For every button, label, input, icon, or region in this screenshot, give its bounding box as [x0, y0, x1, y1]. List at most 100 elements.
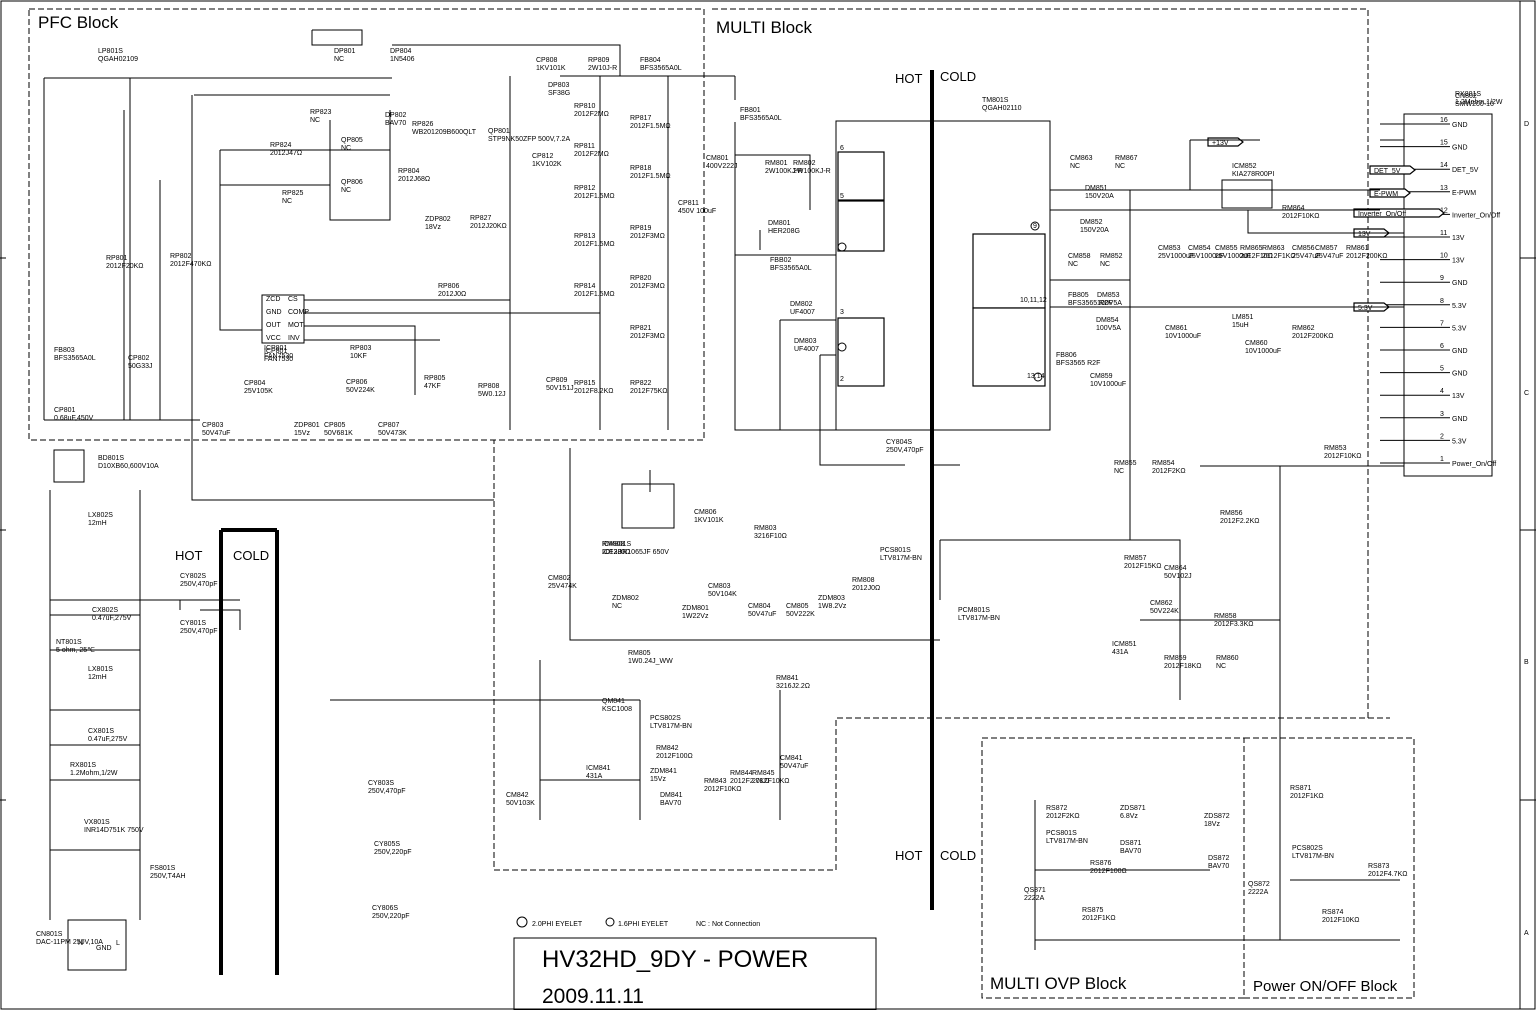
component-rp826-ref: RP826: [412, 121, 434, 128]
component-rm802-ref: RM802: [793, 160, 816, 167]
component-cy806s-value: 250V,220pF: [372, 913, 410, 920]
cold-label: COLD: [233, 548, 269, 563]
component-rm843-value: 2012F10KΩ: [704, 786, 742, 793]
component-lx801s-value: 12mH: [88, 674, 107, 681]
component-rp812-value: 2012F1.5MΩ: [574, 193, 615, 200]
component-cy803s-ref: CY803S: [368, 780, 394, 787]
cn802-pin-number: 2: [1440, 433, 1444, 440]
component-rp805-ref: RP805: [424, 375, 446, 382]
component-dm851-ref: DM851: [1085, 185, 1108, 192]
component-rm865-value: 2012F10Ω: [1240, 253, 1273, 260]
component-cn801s-ref: CN801S: [36, 931, 63, 938]
component-zds872-ref: ZDS872: [1204, 813, 1230, 820]
component-icm801s-value: ICE3BR1065JF 650V: [602, 549, 669, 556]
component-rs873-ref: RS873: [1368, 863, 1390, 870]
schematic-title: HV32HD_9DY - POWER: [542, 946, 808, 973]
component-nt801s-value: 5 ohm, 25℃: [56, 647, 95, 654]
component-icm841-value: 431A: [586, 773, 603, 780]
component-zdp801-ref: ZDP801: [294, 422, 320, 429]
component-cn802-ref: CN802: [1455, 93, 1477, 100]
component-cy801s-value: 250V,470pF: [180, 628, 218, 635]
component-rm860-value: NC: [1216, 663, 1226, 670]
legend-nc: NC : Not Connection: [696, 921, 760, 928]
component-dp803-ref: DP803: [548, 82, 570, 89]
component-rp819-ref: RP819: [630, 225, 652, 232]
component-rp815-ref: RP815: [574, 380, 596, 387]
component-rm805-ref: RM805: [628, 650, 651, 657]
schematic-date: 2009.11.11: [542, 985, 644, 1008]
component-tm801s-ref: TM801S: [982, 97, 1009, 104]
svg-text:6: 6: [840, 145, 844, 152]
cn802-pin-name: GND: [1452, 371, 1468, 378]
cn802-pin-name: 13V: [1452, 235, 1465, 242]
hot-label: HOT: [895, 71, 923, 86]
component-lx801s-ref: LX801S: [88, 666, 113, 673]
component-dm801-ref: DM801: [768, 220, 791, 227]
component-qp801-ref: QP801: [488, 128, 510, 135]
component-cp803-value: 50V47uF: [202, 430, 230, 437]
component-rp826-value: WB201209B600QLT: [412, 129, 477, 136]
component-zdm803-ref: ZDM803: [818, 595, 845, 602]
component-cy806s-ref: CY806S: [372, 905, 398, 912]
component-zdm841-value: 15Vz: [650, 776, 666, 783]
component-icp801-ref: ICP801: [264, 345, 287, 352]
component-pcs802s-ref: PCS802S: [650, 715, 681, 722]
component-cm853-ref: CM853: [1158, 245, 1181, 252]
component-qs872-value: 2222A: [1248, 889, 1269, 896]
component-lp801s-value: QGAH02109: [98, 56, 138, 63]
component-dm852-ref: DM852: [1080, 219, 1103, 226]
component-cm806-value: 1KV101K: [694, 517, 724, 524]
component-rp801-ref: RP801: [106, 255, 128, 262]
svg-text:2012J0Ω: 2012J0Ω: [602, 549, 630, 556]
component-cm864-ref: CM864: [1164, 565, 1187, 572]
component-icm851-value: 431A: [1112, 649, 1129, 656]
svg-text:N: N: [78, 940, 83, 947]
component-fb805-value: BFS3565 R2F: [1068, 300, 1112, 307]
component-rm859-value: 2012F18KΩ: [1164, 663, 1202, 670]
component-lx802s-value: 12mH: [88, 520, 107, 527]
component-rp804-value: 2012J68Ω: [398, 176, 430, 183]
component-fs801s-value: 250V,T4AH: [150, 873, 186, 880]
component-dp801-ref: DP801: [334, 48, 356, 55]
component-rm802-value: 2W100KJ-R: [793, 168, 831, 175]
component-cm804-value: 50V47uF: [748, 611, 776, 618]
svg-text:GND: GND: [96, 945, 112, 952]
component-zds872-value: 18Vz: [1204, 821, 1220, 828]
component-cp804-value: 25V105K: [244, 388, 273, 395]
component-cp807-value: 50V473K: [378, 430, 407, 437]
component-qp806-value: NC: [341, 187, 351, 194]
component-rm853-ref: RM853: [1324, 445, 1347, 452]
component-dm851-value: 150V20A: [1085, 193, 1114, 200]
icp801-pin: INV: [288, 335, 300, 342]
component-pcm801s-value: LTV817M-BN: [958, 615, 1000, 622]
component-qp801-value: STP9NK50ZFP 500V,7.2A: [488, 136, 570, 143]
component-cm856-value: 25V47uF: [1292, 253, 1320, 260]
component-cm803-value: 50V104K: [708, 591, 737, 598]
component-cp806-ref: CP806: [346, 379, 368, 386]
component-dm853-value: 100V5A: [1097, 300, 1122, 307]
cn802-pin-name: 13V: [1452, 393, 1465, 400]
component-cy802s-ref: CY802S: [180, 573, 206, 580]
component-rm843-ref: RM843: [704, 778, 727, 785]
component-cp806-value: 50V224K: [346, 387, 375, 394]
component-rm859-ref: RM859: [1164, 655, 1187, 662]
component-rp827-value: 2012J20KΩ: [470, 223, 507, 230]
component-cp812-ref: CP812: [532, 153, 554, 160]
component-rp820-ref: RP820: [630, 275, 652, 282]
component-rs873-value: 2012F4.7KΩ: [1368, 871, 1407, 878]
component-dm803-ref: DM803: [794, 338, 817, 345]
component-cp811-value: 450V 100uF: [678, 208, 716, 215]
component-cp805-ref: CP805: [324, 422, 346, 429]
component-rm863-ref: RM863: [1262, 245, 1285, 252]
component-rm857-value: 2012F15KΩ: [1124, 563, 1162, 570]
component-cp808-value: 1KV101K: [536, 65, 566, 72]
icp801-pin: COMP: [288, 309, 309, 316]
component-zdp802-ref: ZDP802: [425, 216, 451, 223]
component-pcs802s-ref: PCS802S: [1292, 845, 1323, 852]
cn802-pin-number: 7: [1440, 320, 1444, 327]
svg-text:13,14: 13,14: [1027, 373, 1045, 380]
component-dm802-value: UF4007: [790, 309, 815, 316]
component-rp823-value: NC: [310, 117, 320, 124]
component-cy803s-value: 250V,470pF: [368, 788, 406, 795]
